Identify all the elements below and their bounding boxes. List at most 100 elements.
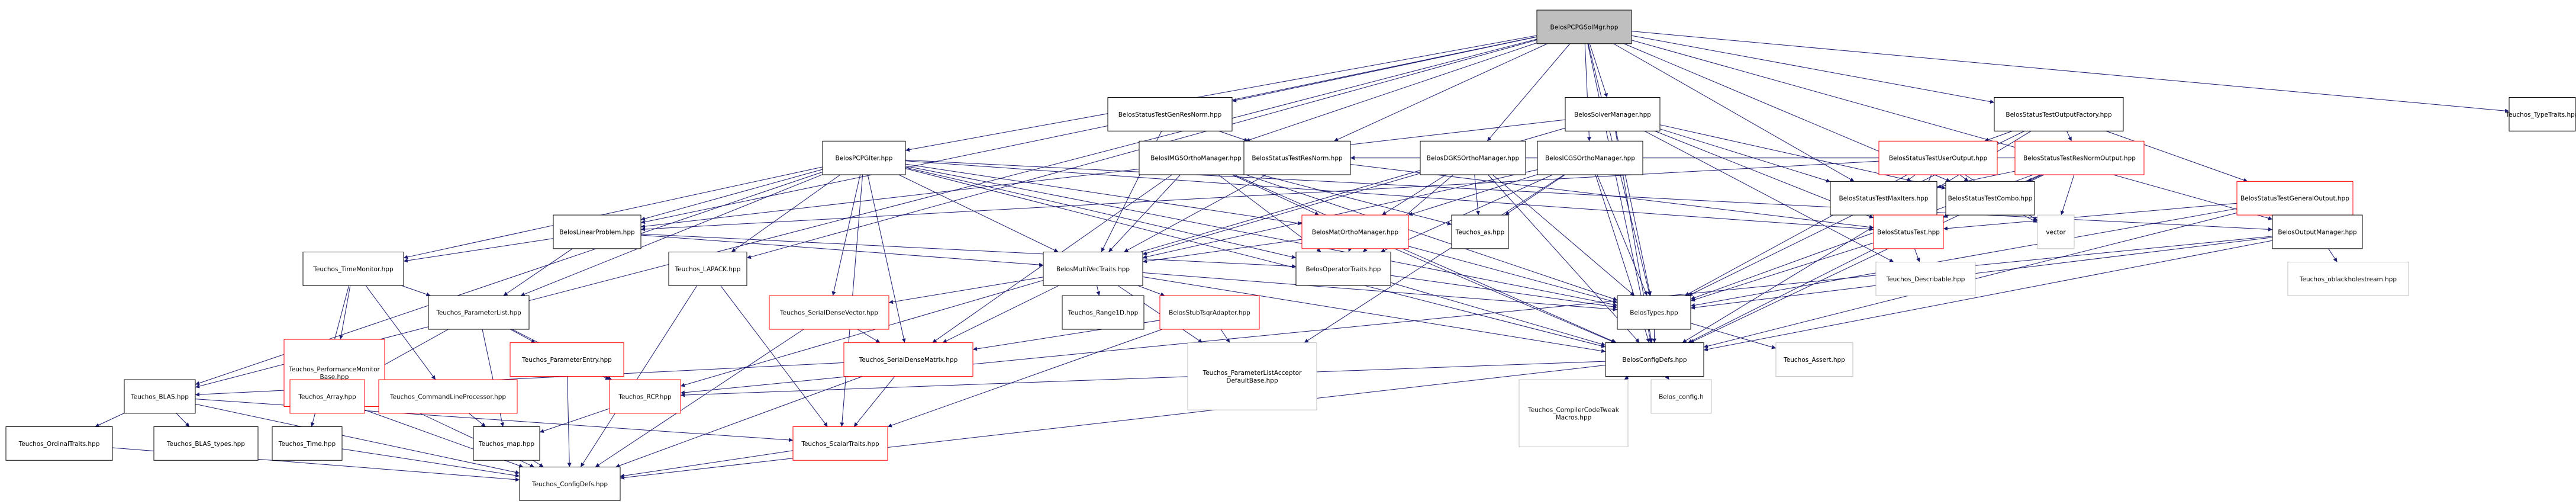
node-label: Teuchos_TimeMonitor.hpp (312, 266, 394, 273)
node-ttime[interactable]: Teuchos_Time.hpp (272, 426, 343, 461)
node-box (668, 252, 747, 286)
edge-root-to-bstof (1631, 35, 1995, 104)
node-tscal[interactable]: Teuchos_ScalarTraits.hpp (792, 426, 888, 461)
node-trcp[interactable]: Teuchos_RCP.hpp (609, 379, 681, 414)
edge-bpcpg-to-bopt (905, 167, 1297, 259)
edge-bmom-to-btypes (1408, 246, 1618, 304)
node-bstrn[interactable]: BelosStatusTestResNorm.hpp (1243, 140, 1351, 175)
edge-tclp-to-tmap (469, 413, 486, 427)
node-tpl[interactable]: Teuchos_ParameterList.hpp (428, 295, 530, 330)
node-bmom[interactable]: BelosMatOrthoManager.hpp (1301, 214, 1409, 249)
node-bsta[interactable]: BelosStubTsqrAdapter.hpp (1159, 295, 1260, 330)
node-box (822, 140, 906, 175)
node-box (1295, 252, 1391, 286)
node-tlap[interactable]: Teuchos_LAPACK.hpp (668, 252, 747, 286)
edge-bicgs-to-btypes (1597, 174, 1648, 296)
edge-root-to-bsmgr (1589, 43, 1608, 98)
node-tpla[interactable]: Teuchos_ParameterListAcceptorDefaultBase… (1187, 342, 1317, 410)
node-label: Teuchos_BLAS.hpp (130, 393, 189, 400)
node-tpe[interactable]: Teuchos_ParameterEntry.hpp (510, 342, 624, 377)
node-ttt[interactable]: Teuchos_TypeTraits.hpp (2506, 97, 2576, 131)
edge-tblas-to-tcfg (195, 403, 520, 474)
node-label: BelosStatusTestCombo.hpp (1948, 195, 2033, 203)
edge-bst-to-btypes (1690, 242, 1874, 302)
edge-bstgo-to-bst (1943, 203, 2238, 231)
node-label: BelosPCPGSolMgr.hpp (1550, 24, 1618, 31)
node-box (1139, 140, 1253, 175)
edge-root-to-tblas (195, 38, 1537, 389)
node-bpcpg[interactable]: BelosPCPGIter.hpp (822, 140, 906, 175)
node-label: Teuchos_RCP.hpp (618, 393, 672, 400)
node-blp[interactable]: BelosLinearProblem.hpp (553, 214, 641, 249)
node-tbt[interactable]: Teuchos_BLAS_types.hpp (153, 426, 259, 461)
node-vec[interactable]: vector (2037, 214, 2075, 249)
node-tsdm[interactable]: Teuchos_SerialDenseMatrix.hpp (843, 342, 973, 377)
edge-bpcpg-to-tlap (731, 174, 841, 252)
node-tdesc[interactable]: Teuchos_Describable.hpp (1875, 262, 1976, 296)
node-label: Teuchos_SerialDenseMatrix.hpp (859, 357, 958, 364)
node-label: Teuchos_ConfigDefs.hpp (531, 481, 608, 488)
node-tsdv[interactable]: Teuchos_SerialDenseVector.hpp (769, 295, 889, 330)
node-bsrn[interactable]: BelosStatusTestGenResNorm.hpp (1107, 97, 1233, 131)
edge-bstc-to-bst (1943, 214, 1950, 218)
edge-bicgs-to-tpla (1304, 174, 1565, 344)
node-box (1873, 214, 1944, 249)
node-label: BelosStatusTestResNormOutput.hpp (2023, 155, 2136, 162)
node-bmvt[interactable]: BelosMultiVecTraits.hpp (1043, 252, 1143, 286)
node-bst[interactable]: BelosStatusTest.hpp (1873, 214, 1944, 249)
edge-bmvt-to-tsdm (942, 285, 1059, 344)
edge-root-to-blp (640, 36, 1537, 224)
node-bom[interactable]: BelosOutputManager.hpp (2272, 214, 2363, 249)
edge-bicgs-to-tas (1504, 174, 1566, 216)
edge-bcd-to-tcct (1624, 375, 1630, 380)
node-tr1d[interactable]: Teuchos_Range1D.hpp (1062, 295, 1144, 330)
node-tmap[interactable]: Teuchos_map.hpp (473, 426, 540, 461)
edge-bsta-to-tpla (1220, 329, 1230, 343)
node-bimgs[interactable]: BelosIMGSOrthoManager.hpp (1139, 140, 1253, 175)
node-tas[interactable]: Teuchos_as.hpp (1451, 214, 1509, 249)
edge-bom-to-toblack (2328, 248, 2338, 262)
node-tarr[interactable]: Teuchos_Array.hpp (289, 379, 365, 414)
node-label: BelosConfigDefs.hpp (1622, 357, 1687, 364)
edge-bpcpg-to-bst (905, 160, 1874, 232)
edge-bpcpg-to-bmom (905, 163, 1302, 226)
node-root[interactable]: BelosPCPGSolMgr.hpp (1536, 9, 1632, 44)
node-bconf[interactable]: Belos_config.h (1650, 379, 1712, 414)
node-box (1830, 181, 1937, 216)
edge-bicgs-to-bopt (1380, 174, 1553, 252)
node-bstrno[interactable]: BelosStatusTestResNormOutput.hpp (2014, 140, 2145, 175)
node-tblas[interactable]: Teuchos_BLAS.hpp (124, 379, 196, 414)
node-tassert[interactable]: Teuchos_Assert.hpp (1775, 342, 1853, 377)
nodes-layer: BelosPCPGSolMgr.hppBelosStatusTestGenRes… (5, 9, 2576, 501)
node-box (1159, 295, 1260, 330)
node-bstuo[interactable]: BelosStatusTestUserOutput.hpp (1878, 140, 1998, 175)
node-bcd[interactable]: BelosConfigDefs.hpp (1605, 342, 1704, 377)
edge-bstrno-to-vec (2060, 174, 2075, 216)
node-toblack[interactable]: Teuchos_oblackholestream.hpp (2287, 262, 2409, 296)
node-bstc[interactable]: BelosStatusTestCombo.hpp (1945, 181, 2035, 216)
node-label: Teuchos_ParameterEntry.hpp (521, 357, 612, 364)
edge-blp-to-tpl (503, 248, 573, 296)
node-ttm[interactable]: Teuchos_TimeMonitor.hpp (302, 252, 404, 286)
node-tcfg[interactable]: Teuchos_ConfigDefs.hpp (519, 467, 621, 501)
node-bstgo[interactable]: BelosStatusTestGeneralOutput.hpp (2236, 181, 2353, 216)
node-btypes[interactable]: BelosTypes.hpp (1617, 295, 1691, 330)
edge-bstof-to-bstgo (2106, 130, 2248, 182)
edge-bpcpg-to-tpl (520, 174, 823, 296)
node-box (1565, 97, 1661, 131)
node-bicgs[interactable]: BelosICGSOrthoManager.hpp (1537, 140, 1643, 175)
edge-tsdv-to-tsdm (857, 329, 881, 344)
node-tot[interactable]: Teuchos_OrdinalTraits.hpp (5, 426, 113, 461)
node-bstmi[interactable]: BelosStatusTestMaxIters.hpp (1830, 181, 1937, 216)
edge-bsta-to-tscal (887, 329, 1163, 428)
node-bopt[interactable]: BelosOperatorTraits.hpp (1295, 252, 1391, 286)
node-bdgks[interactable]: BelosDGKSOrthoManager.hpp (1420, 140, 1526, 175)
edge-tpe-to-trcp (602, 375, 610, 380)
node-bstof[interactable]: BelosStatusTestOutputFactory.hpp (1994, 97, 2124, 131)
node-bsmgr[interactable]: BelosSolverManager.hpp (1565, 97, 1661, 131)
edge-bicgs-to-bmvt (1142, 169, 1538, 259)
node-tclp[interactable]: Teuchos_CommandLineProcessor.hpp (378, 379, 518, 414)
edge-ttm-to-tpm (339, 285, 351, 340)
edge-bdgks-to-bmvt (1142, 173, 1421, 255)
